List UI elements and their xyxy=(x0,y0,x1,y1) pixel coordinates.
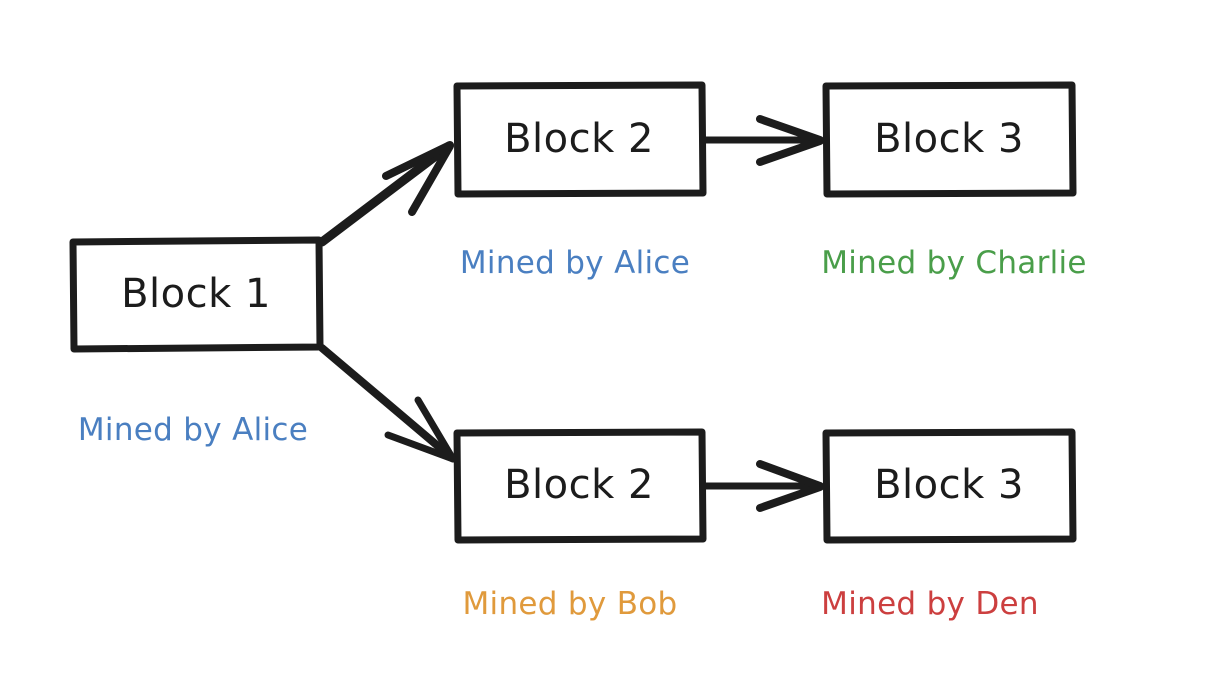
arrow-block2-to-block3-top xyxy=(700,115,824,166)
block-2-bottom-outline[interactable] xyxy=(453,428,707,544)
block-2-top-label: Block 2 xyxy=(504,116,654,162)
miner-label-block-3-bottom: Mined by Den xyxy=(821,586,1039,622)
miner-label-block-1: Mined by Alice xyxy=(77,412,309,448)
arrow-block2-to-block3-bottom xyxy=(700,460,824,512)
block-1-label: Block 1 xyxy=(121,271,271,317)
block-3-top-outline[interactable] xyxy=(822,81,1077,198)
miner-label-block-2-top: Mined by Alice xyxy=(459,245,691,281)
block-3-bottom-outline[interactable] xyxy=(822,428,1077,544)
arrow-block1-to-block2-bottom xyxy=(318,344,457,463)
block-2-bottom-label: Block 2 xyxy=(504,462,654,508)
arrow-block1-to-block2-top xyxy=(317,141,454,247)
miner-label-block-3-top: Mined by Charlie xyxy=(821,245,1087,281)
block-3-top-label: Block 3 xyxy=(874,116,1024,162)
block-3-bottom-label: Block 3 xyxy=(874,462,1024,508)
miner-label-block-2-bottom: Mined by Bob xyxy=(462,586,678,622)
block-2-top-outline[interactable] xyxy=(453,81,707,198)
